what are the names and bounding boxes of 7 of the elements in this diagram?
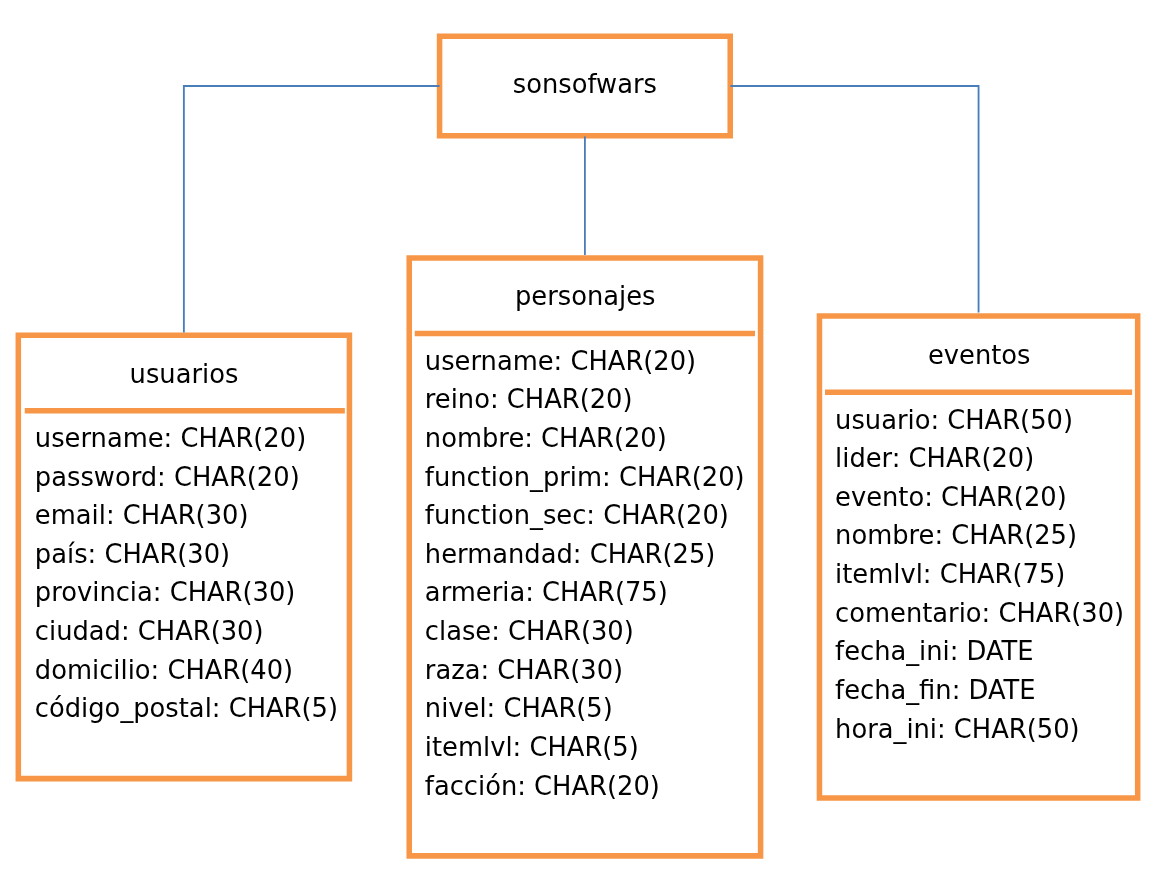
node-box: sonsofwars (436, 33, 733, 139)
node-box: usuarios username: CHAR(20) password: CHAR(20) email: CHAR(30) país: CHAR(30) provincia: CHAR(30) ciudad: CHAR(30) domicilio: CHAR(40) código_postal: CHAR(5) (15, 332, 353, 782)
node-box: personajes username: CHAR(20) reino: CHAR(20) nombre: CHAR(20) function_prim: CHAR(20) function_sec: CHAR(20) hermandad: CHAR(25) armeria: CHAR(75) clase: CHAR(30) raza: CHAR(30) nivel: CHAR(5) itemlvl: CHAR(5) facción: CHAR(20) (406, 255, 764, 859)
connector (729, 85, 980, 314)
connector (182, 85, 441, 334)
connector (584, 135, 586, 256)
node-box: eventos usuario: CHAR(50) lider: CHAR(20) evento: CHAR(20) nombre: CHAR(25) itemlvl: CHAR(75) comentario: CHAR(30) fecha_ini: DATE fecha_fin: DATE hora_ini: CHAR(50) (816, 313, 1141, 801)
